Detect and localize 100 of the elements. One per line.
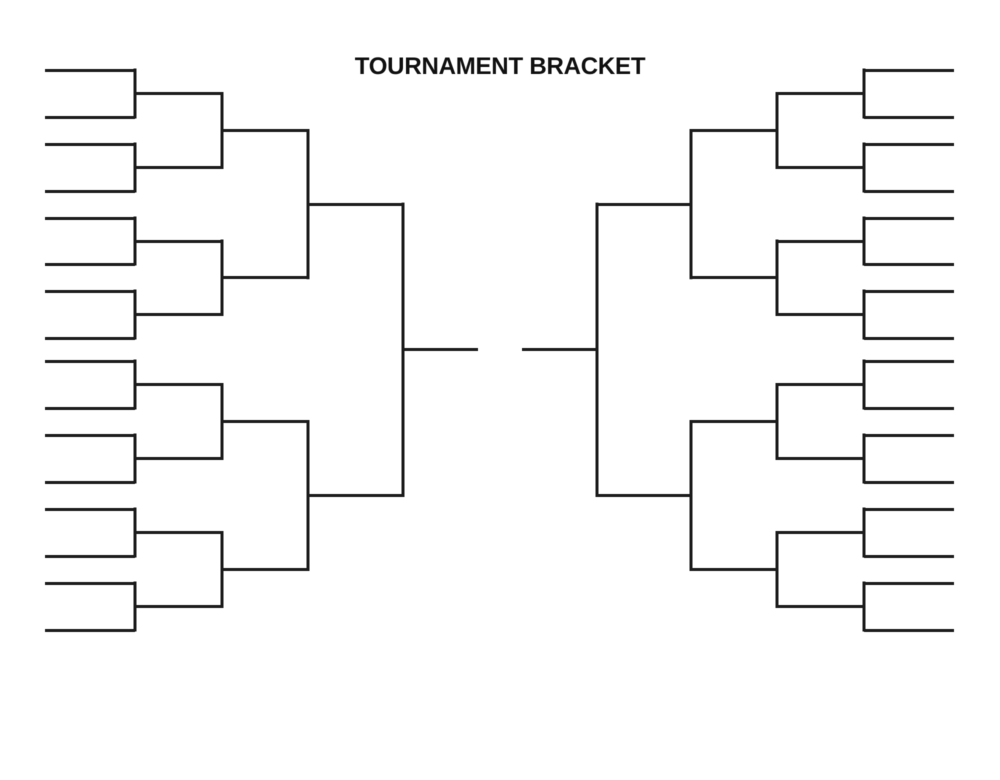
fill-in-line [864, 262, 954, 266]
bracket-connector [596, 348, 598, 497]
fill-in-line [864, 508, 954, 510]
bracket-connector [862, 166, 866, 192]
diagram-title: TOURNAMENT BRACKET [354, 52, 646, 82]
fill-in-line [777, 383, 864, 386]
bracket-connector [134, 457, 136, 484]
fill-in-line [135, 605, 222, 608]
bracket-connector [220, 92, 224, 132]
bracket-connector [862, 508, 866, 534]
bracket-connector [690, 420, 692, 497]
fill-in-line [45, 216, 135, 220]
fill-in-line [864, 290, 954, 292]
fill-in-line [864, 360, 954, 362]
bracket-connector [134, 605, 136, 632]
fill-in-line [691, 420, 777, 423]
bracket-connector [220, 531, 224, 571]
fill-in-line [45, 582, 135, 584]
bracket-connector [134, 508, 136, 534]
bracket-connector [776, 92, 778, 132]
bracket-connector [220, 420, 224, 460]
fill-in-line [45, 190, 135, 192]
bracket-connector [690, 494, 692, 571]
bracket-connector [596, 202, 598, 352]
bracket-connector [220, 568, 224, 608]
fill-in-line [45, 554, 135, 558]
fill-in-line [691, 568, 777, 571]
bracket-connector [776, 568, 778, 608]
bracket-connector [134, 383, 136, 410]
fill-in-line [45, 116, 135, 118]
bracket-connector [862, 240, 866, 266]
fill-in-line [864, 434, 954, 436]
fill-in-line [522, 348, 597, 352]
fill-in-line [597, 494, 691, 497]
fill-in-line [403, 348, 478, 352]
fill-in-line [864, 68, 954, 72]
fill-in-line [597, 202, 691, 206]
bracket-connector [134, 434, 136, 460]
fill-in-line [691, 276, 777, 280]
bracket-connector [134, 360, 136, 386]
fill-in-line [45, 628, 135, 632]
bracket-connector [862, 605, 866, 632]
bracket-connector [862, 457, 866, 484]
bracket-connector [306, 420, 310, 497]
fill-in-line [135, 531, 222, 534]
bracket-connector [134, 68, 136, 95]
bracket-connector [134, 531, 136, 558]
fill-in-line [864, 116, 954, 118]
bracket-connector [306, 494, 310, 571]
bracket-connector [690, 202, 692, 280]
fill-in-line [777, 457, 864, 460]
fill-in-line [777, 166, 864, 169]
bracket-connector [776, 531, 778, 571]
fill-in-line [135, 313, 222, 316]
bracket-connector [220, 129, 224, 169]
fill-in-line [45, 290, 135, 292]
fill-in-line [777, 313, 864, 316]
fill-in-line [864, 406, 954, 410]
fill-in-line [135, 240, 222, 242]
bracket-connector [134, 166, 136, 192]
bracket-connector [862, 68, 866, 95]
bracket-connector [862, 383, 866, 410]
fill-in-line [45, 142, 135, 146]
fill-in-line [222, 568, 308, 571]
bracket-connector [220, 276, 224, 316]
fill-in-line [864, 480, 954, 484]
bracket-connector [862, 531, 866, 558]
fill-in-line [864, 582, 954, 584]
bracket-connector [776, 276, 778, 316]
fill-in-line [777, 240, 864, 242]
fill-in-line [135, 457, 222, 460]
bracket-connector [862, 582, 866, 608]
fill-in-line [45, 480, 135, 484]
bracket-connector [220, 240, 224, 280]
fill-in-line [135, 383, 222, 386]
bracket-connector [776, 420, 778, 460]
fill-in-line [45, 508, 135, 510]
fill-in-line [308, 202, 403, 206]
bracket-connector [306, 202, 310, 280]
bracket-connector [220, 383, 224, 423]
bracket-connector [776, 240, 778, 280]
fill-in-line [864, 554, 954, 558]
bracket-connector [134, 582, 136, 608]
bracket-connector [134, 92, 136, 118]
fill-in-line [777, 605, 864, 608]
bracket-connector [402, 202, 404, 352]
bracket-connector [402, 348, 404, 497]
bracket-connector [134, 240, 136, 266]
bracket-connector [862, 142, 866, 169]
fill-in-line [135, 166, 222, 169]
bracket-connector [862, 360, 866, 386]
bracket-connector [862, 92, 866, 118]
fill-in-line [45, 68, 135, 72]
fill-in-line [864, 216, 954, 220]
bracket-connector [134, 290, 136, 316]
bracket-connector [862, 290, 866, 316]
bracket-connector [862, 434, 866, 460]
fill-in-line [864, 336, 954, 340]
bracket-connector [776, 129, 778, 169]
fill-in-line [45, 360, 135, 362]
